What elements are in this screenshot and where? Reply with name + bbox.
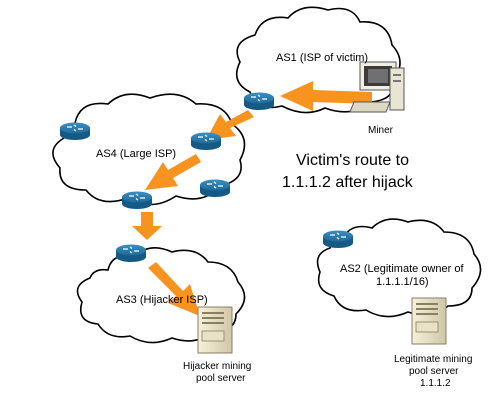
router-icon xyxy=(121,190,153,210)
computer-icon xyxy=(349,61,405,113)
legit-server-ip: 1.1.1.2 xyxy=(420,378,451,389)
router-icon xyxy=(322,229,354,249)
arrow-miner-to-as1 xyxy=(280,81,372,111)
cloud-as1 xyxy=(235,6,401,114)
router-icon xyxy=(190,131,222,151)
hijack-route-arrows xyxy=(132,81,372,316)
arrow-as4-to-as3 xyxy=(132,212,162,240)
legit-server-icon xyxy=(411,297,447,345)
router-icon xyxy=(243,91,275,111)
legit-server-label-line1: Legitimate mining xyxy=(394,354,472,365)
arrow-as4-internal xyxy=(145,154,201,190)
as3-label: AS3 (Hijacker ISP) xyxy=(116,294,208,306)
caption-line2: 1.1.1.2 after hijack xyxy=(282,174,414,191)
router-icon xyxy=(199,178,231,198)
caption-line1: Victim's route to xyxy=(296,152,409,169)
as2-label-line1: AS2 (Legitimate owner of xyxy=(340,263,464,275)
arrow-as1-to-as4 xyxy=(206,110,254,140)
legit-server-label-line2: pool server xyxy=(409,366,459,377)
as1-label: AS1 (ISP of victim) xyxy=(276,52,368,64)
router-icon xyxy=(59,121,91,141)
hijacker-server-label-line1: Hijacker mining xyxy=(183,361,251,372)
as4-label: AS4 (Large ISP) xyxy=(96,148,176,160)
router-icon xyxy=(115,243,147,263)
arrow-as3-to-hijacker xyxy=(148,262,200,316)
cloud-as2 xyxy=(316,218,482,318)
hijacker-server-label-line2: pool server xyxy=(196,373,246,384)
miner-label: Miner xyxy=(368,125,394,136)
hijacker-server-icon xyxy=(197,306,233,354)
as2-label-line2: 1.1.1.1/16) xyxy=(376,276,429,288)
